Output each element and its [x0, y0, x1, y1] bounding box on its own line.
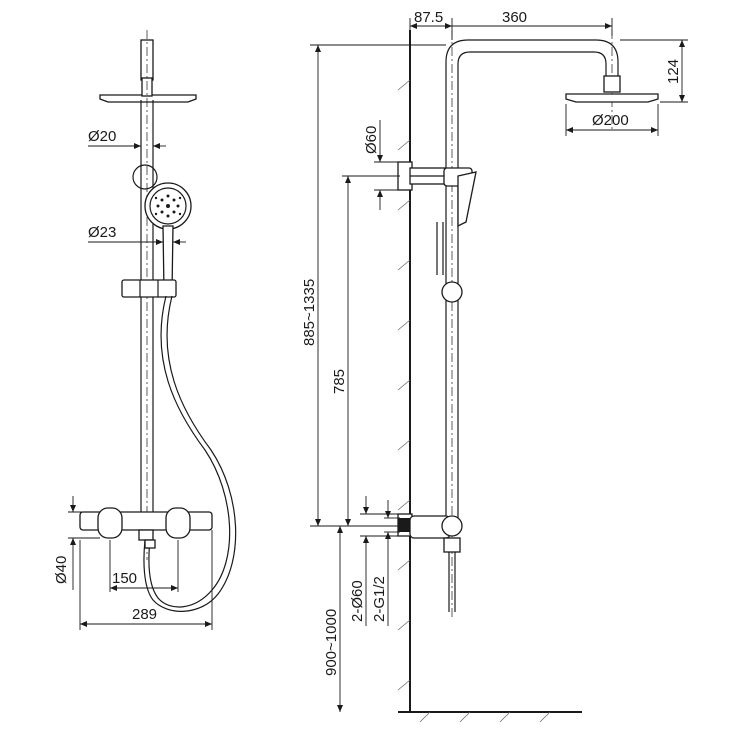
label-head-diameter: Ø200	[592, 112, 629, 129]
label-bracket-diameter: Ø60	[363, 126, 380, 154]
mixer-outlet	[138, 529, 154, 541]
label-handle-diameter: Ø23	[88, 224, 116, 241]
mixer-outlet-bottom	[144, 539, 156, 549]
hand-shower-nozzles	[154, 194, 182, 218]
wall-hatching	[397, 79, 411, 691]
mixer-handle-right	[165, 507, 191, 539]
label-rail-length: 785	[331, 369, 348, 394]
mixer-knob-side	[441, 515, 463, 537]
label-inlet-spacing: 150	[112, 570, 137, 587]
side-view	[397, 30, 659, 723]
side-view-dimensions: 87.5 360 124 Ø200 Ø60 885~1335	[301, 9, 688, 712]
head-arm-connector	[603, 75, 621, 93]
floor-hatching	[419, 711, 551, 723]
label-mixer-diameter: Ø40	[53, 556, 70, 584]
label-head-height: 124	[665, 59, 682, 84]
label-floor-height: 900~1000	[323, 609, 340, 676]
slider-knob	[441, 281, 463, 303]
shower-head-side	[565, 93, 659, 103]
shower-head-front	[99, 94, 197, 103]
label-height-range: 885~1335	[301, 279, 318, 346]
label-riser-diameter: Ø20	[88, 128, 116, 145]
slide-holder	[121, 279, 177, 298]
front-view-dimensions: Ø20 Ø23 Ø40 150 289	[53, 128, 213, 630]
label-mixer-width: 289	[132, 606, 157, 623]
front-view	[79, 30, 237, 612]
riser-and-arm	[445, 39, 619, 522]
mixer-handle-left	[97, 507, 123, 539]
label-arm-reach: 360	[502, 9, 527, 26]
hand-shower-side	[457, 171, 477, 228]
wall-bracket-front	[132, 164, 158, 190]
label-inlet-thread: 2-G1/2	[371, 576, 388, 622]
shower-hose	[148, 295, 231, 608]
label-wall-offset: 87.5	[414, 9, 443, 26]
label-flange-diameter: 2-Ø60	[349, 580, 366, 622]
